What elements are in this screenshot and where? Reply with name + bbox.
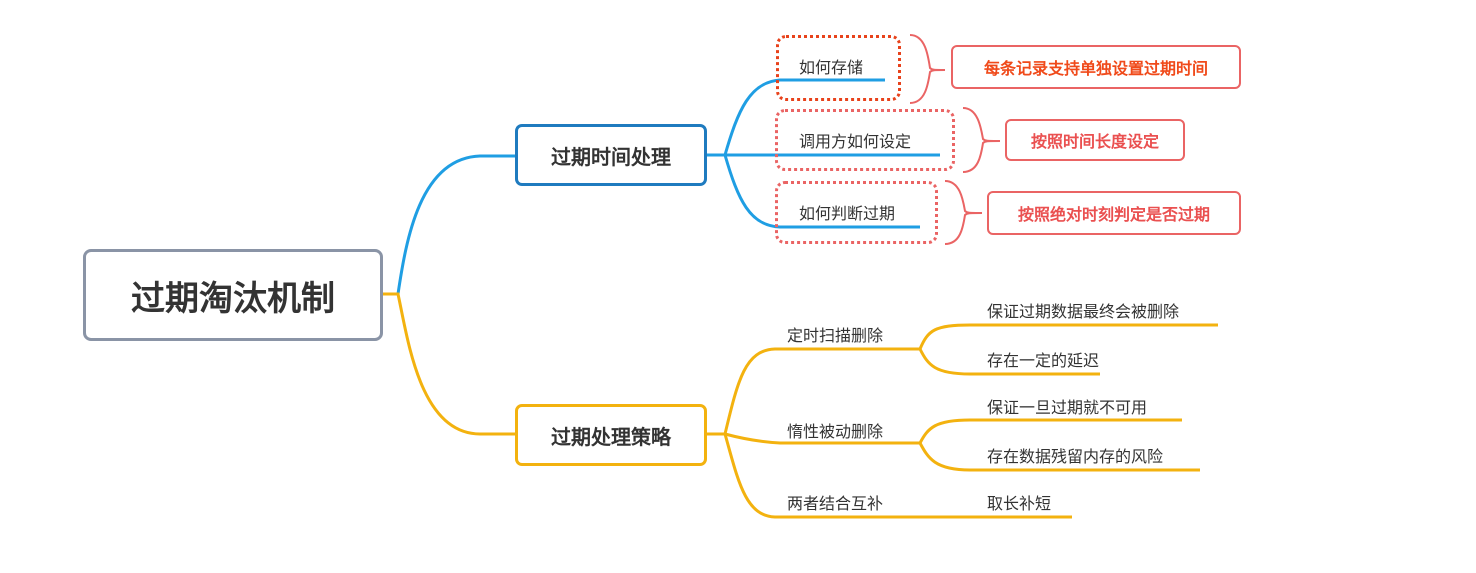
topic-lazy-passive-delete[interactable]: 惰性被动删除 [787,422,884,441]
topic-how-caller-sets[interactable]: 调用方如何设定 [799,132,912,151]
topic-how-to-judge-expired[interactable]: 如何判断过期 [799,204,896,223]
note-per-record-expiration: 每条记录支持单独设置过期时间 [951,45,1241,89]
subtopic-guarantee-deletion[interactable]: 保证过期数据最终会被删除 [987,302,1180,321]
frame-how-to-store [776,35,901,101]
root-node[interactable]: 过期淘汰机制 [83,249,383,341]
frame-how-caller-sets [775,109,955,171]
subtopic-unavailable-once-expired[interactable]: 保证一旦过期就不可用 [987,398,1148,417]
branch-expiration-time-handling[interactable]: 过期时间处理 [515,124,707,186]
frame-how-to-judge [775,181,938,244]
note-by-duration: 按照时间长度设定 [1005,119,1185,161]
topic-how-to-store[interactable]: 如何存储 [799,58,864,77]
topic-combine-both[interactable]: 两者结合互补 [787,494,884,513]
subtopic-has-delay[interactable]: 存在一定的延迟 [987,351,1100,370]
branch-expiration-strategy[interactable]: 过期处理策略 [515,404,707,466]
note-by-absolute-time: 按照绝对时刻判定是否过期 [987,191,1241,235]
subtopic-memory-residue-risk[interactable]: 存在数据残留内存的风险 [987,447,1164,466]
topic-scheduled-scan-delete[interactable]: 定时扫描删除 [787,326,884,345]
subtopic-complementary[interactable]: 取长补短 [987,494,1052,513]
